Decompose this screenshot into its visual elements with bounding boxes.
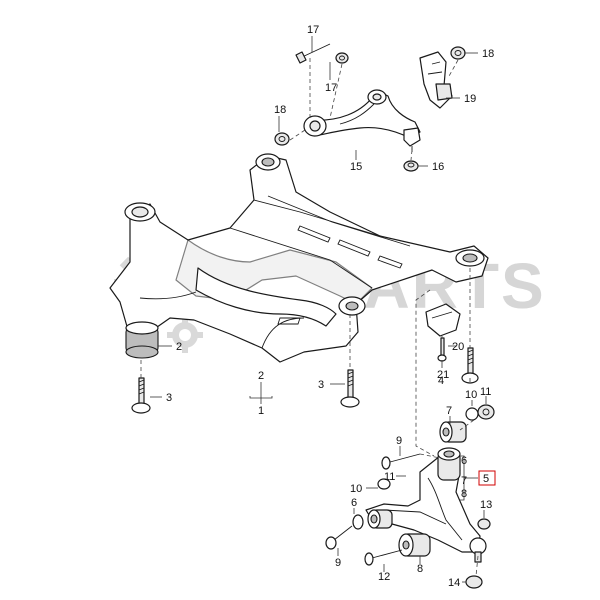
bolt-3-mid: [340, 369, 360, 408]
bolt-9-top: [381, 453, 421, 470]
nut-17: [335, 52, 349, 64]
washer-10-lower: [352, 514, 364, 530]
callout-6-lower: 6: [351, 497, 357, 509]
callout-15: 15: [350, 161, 362, 173]
callout-7-stack: 7: [461, 475, 467, 487]
callout-19: 19: [464, 93, 476, 105]
nut-18-right: [450, 46, 466, 60]
callout-21: 21: [437, 369, 449, 381]
nut-14: [465, 575, 483, 589]
callout-13: 13: [480, 499, 492, 511]
callout-3-mid: 3: [318, 379, 324, 391]
callout-17-mid: 17: [325, 82, 337, 94]
callout-10-top: 10: [465, 389, 477, 401]
callout-17-top: 17: [307, 24, 319, 36]
washer-11-mid: [377, 478, 391, 490]
callout-6-stack: 6: [461, 455, 467, 467]
callout-16: 16: [432, 161, 444, 173]
nut-18-left: [274, 132, 290, 146]
bushing-6-upper: [437, 447, 461, 481]
lower-control-arm-group: [325, 404, 495, 589]
callout-2-frame: 2: [258, 370, 264, 382]
callout-4: 4: [438, 375, 444, 387]
callout-2-mount: 2: [176, 341, 182, 353]
callout-11-top: 11: [480, 386, 491, 398]
callout-12: 12: [378, 571, 390, 583]
callout-18-left: 18: [274, 104, 286, 116]
bolt-17-top: [295, 43, 331, 64]
washer-10-top: [465, 407, 479, 421]
callout-18-right: 18: [482, 48, 494, 60]
callout-1: 1: [258, 405, 264, 417]
callout-14: 14: [448, 577, 460, 589]
bushing-6-lower: [367, 509, 393, 529]
callout-11-mid: 11: [384, 471, 395, 483]
highlight-box-5: [478, 470, 496, 486]
leader-lines: [150, 36, 487, 583]
bolt-4: [461, 347, 479, 384]
bushing-8-lower: [398, 533, 431, 557]
nut-16: [403, 160, 419, 172]
bolt-12: [364, 549, 403, 566]
front-subframe: [109, 153, 489, 363]
bolt-21: [437, 337, 447, 362]
callout-8-lower: 8: [417, 563, 423, 575]
callout-3-left: 3: [166, 392, 172, 404]
upper-control-arm-15: [303, 89, 421, 152]
subframe-mount-2: [125, 321, 159, 359]
callout-7-top: 7: [446, 405, 452, 417]
callout-10-left: 10: [350, 483, 362, 495]
callout-9-lower: 9: [335, 557, 341, 569]
bracket-20: [425, 303, 461, 337]
sensor-bracket-19: [419, 51, 453, 109]
callout-9-top: 9: [396, 435, 402, 447]
small-gear-logo-icon: [167, 317, 203, 353]
callout-5: 5: [483, 473, 489, 485]
bolt-9-lower: [325, 525, 353, 550]
nut-13: [477, 518, 491, 530]
washer-11-top: [477, 404, 495, 420]
callout-labels: 17 17 18 19 18 15 16 2 3 3 2 1 20 21 4 1…: [166, 24, 494, 589]
callout-8-stack: 8: [461, 488, 467, 500]
bushing-7: [439, 421, 467, 443]
bolt-3-left: [131, 377, 151, 414]
upper-control-arm-group: [274, 43, 466, 172]
assembly-lines: [140, 58, 479, 577]
callout-20: 20: [452, 341, 464, 353]
